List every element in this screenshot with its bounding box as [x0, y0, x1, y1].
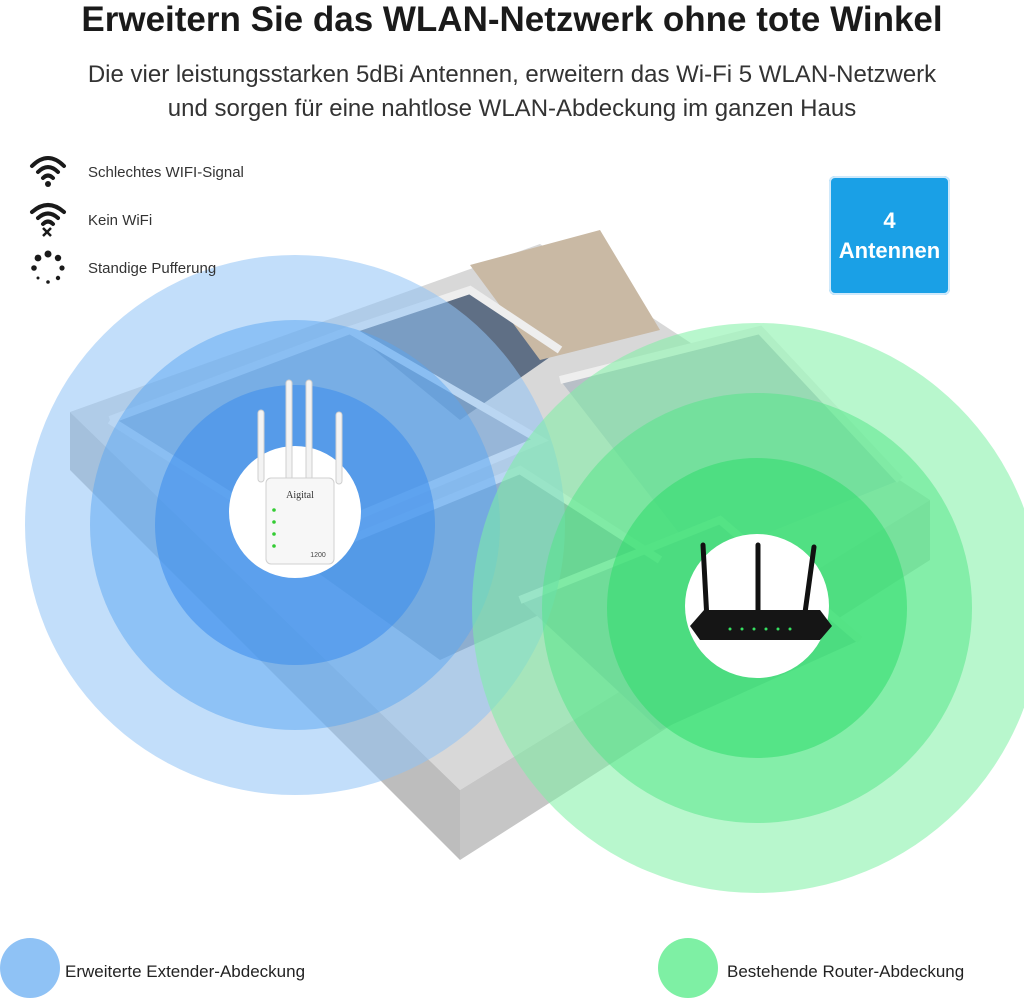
badge-number: 4 — [883, 207, 896, 233]
subtitle-line-1: Die vier leistungsstarken 5dBi Antennen,… — [87, 61, 937, 88]
legend-label-extender: Erweiterte Extender-Abdeckung — [65, 962, 306, 981]
problem-item-no-wifi: Kein WiFi — [28, 200, 152, 240]
subtitle-line-2: und sorgen für eine nahtlose WLAN-Abdeck… — [167, 95, 857, 122]
antenna-count-badge: 4 Antennen — [829, 176, 950, 295]
loading-spinner-icon — [31, 250, 65, 284]
legend-swatch-router — [658, 938, 718, 998]
router-device — [685, 534, 832, 678]
extender-model: 1200 — [310, 552, 326, 559]
wifi-off-icon — [30, 203, 66, 237]
badge-text: Antennen — [838, 237, 941, 263]
extender-brand: Aigital — [286, 490, 314, 501]
legend-label-router: Bestehende Router-Abdeckung — [727, 962, 965, 981]
legend-swatch-extender — [0, 938, 60, 998]
problem-item-weak-signal: Schlechtes WIFI-Signal — [28, 152, 244, 192]
wifi-weak-icon — [30, 156, 66, 187]
page-title: Erweitern Sie das WLAN-Netzwerk ohne tot… — [81, 0, 943, 39]
problem-label: Kein WiFi — [88, 211, 153, 229]
problem-item-buffering: Standige Pufferung — [28, 248, 216, 288]
page-subtitle: Die vier leistungsstarken 5dBi Antennen,… — [0, 58, 1024, 126]
problem-label: Schlechtes WIFI-Signal — [88, 163, 244, 181]
extender-device: Aigital 1200 — [229, 379, 361, 578]
problem-label: Standige Pufferung — [88, 259, 217, 277]
